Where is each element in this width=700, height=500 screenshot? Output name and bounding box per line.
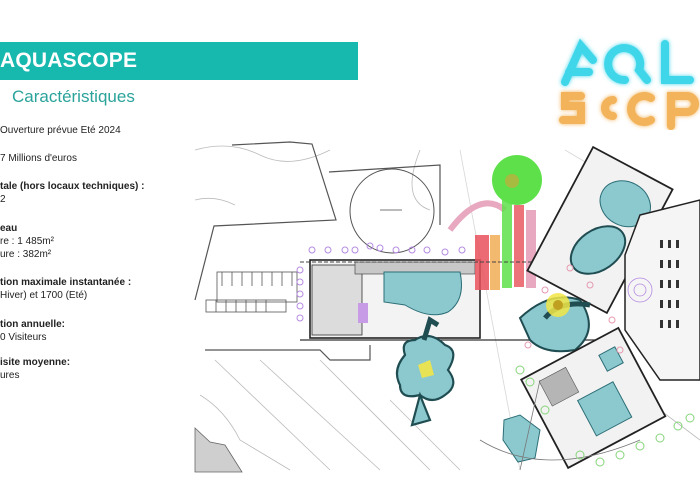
spec-value: 7 Millions d'euros [0,153,77,164]
section-subtitle: Caractéristiques [12,87,135,106]
spec-heading: tion annuelle: [0,319,65,330]
spec-value: re : 1 485m² [0,236,54,247]
spec-heading: tion maximale instantanée : [0,277,132,288]
spec-water: eau re : 1 485m² ure : 382m² [0,222,54,261]
spec-value: ures [0,370,20,381]
aquascope-logo [559,38,699,130]
spec-value: 2 [0,194,6,205]
title-bar [0,42,358,80]
spec-visit-duration: isite moyenne: ures [0,356,70,382]
spec-value: 0 Visiteurs [0,332,47,343]
spec-budget: 7 Millions d'euros [0,152,77,165]
spec-attendance: tion annuelle: 0 Visiteurs [0,318,65,344]
spec-heading: isite moyenne: [0,357,71,368]
site-plan-drawing [194,141,700,473]
page-title: AQUASCOPE [0,49,138,72]
spec-value: Ouverture prévue Eté 2024 [0,125,121,136]
spec-value: Hiver) et 1700 (Eté) [0,290,88,301]
spec-surface: tale (hors locaux techniques) : 2 [0,180,144,206]
spec-heading: tale (hors locaux techniques) : [0,181,145,192]
spec-value: ure : 382m² [0,249,52,260]
spec-capacity: tion maximale instantanée : Hiver) et 17… [0,276,131,302]
spec-heading: eau [0,223,18,234]
spec-opening: Ouverture prévue Eté 2024 [0,124,121,137]
